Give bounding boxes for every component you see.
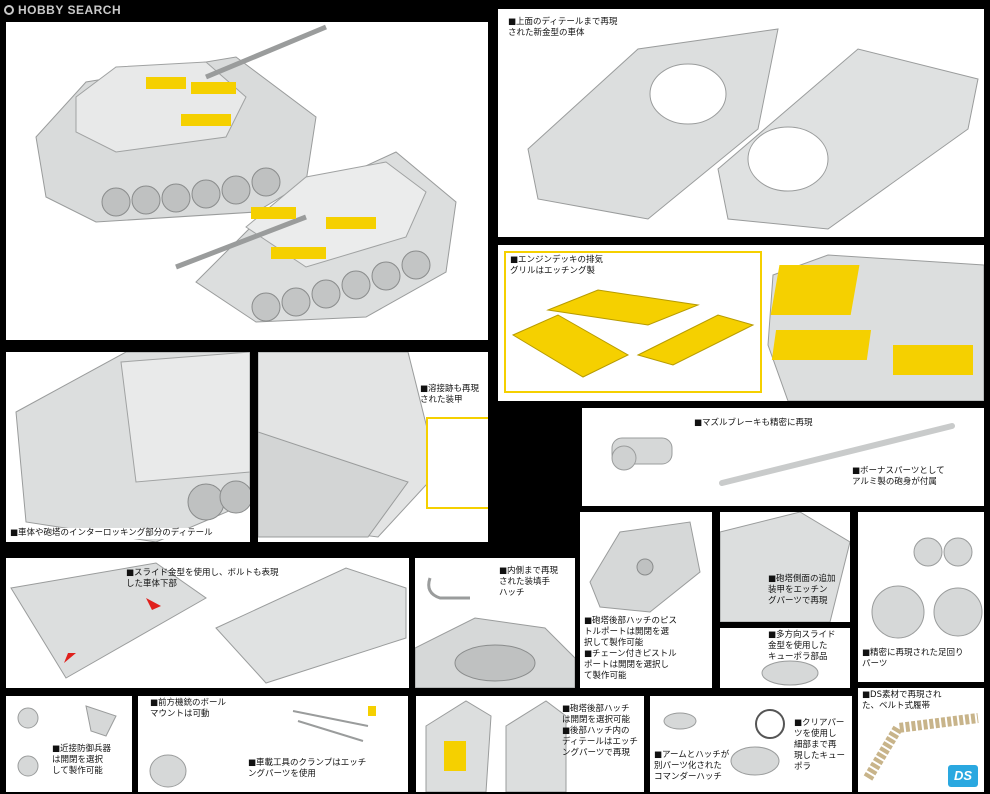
caption-muzzle: ■マズルブレーキも精密に再現 (694, 418, 813, 428)
caption-cupola: ■多方向スライド 金型を使用した キューポラ部品 (768, 630, 836, 662)
panel-hull-top: ■上面のディテールまで再現 された新金型の車体 (498, 9, 984, 237)
caption-hatch-inner: ■内側まで再現 された装填手 ハッチ (499, 566, 559, 598)
pistol-port-illustration (589, 521, 701, 613)
panel-rear-hatch: ■砲塔後部ハッチ は開閉を選択可能 ■後部ハッチ内の ディテールはエッチ ングパ… (416, 696, 644, 792)
hull-top-illustration (527, 28, 979, 230)
caption-slide-hull: ■スライド金型を使用し、ボルトも表現 した車体下部 (126, 568, 279, 589)
logo-icon (4, 5, 14, 15)
panel-muzzle-barrel: ■マズルブレーキも精密に再現 ■ボーナスパーツとして アルミ製の砲身が付属 (582, 408, 984, 506)
panel-weld: ■溶接跡も再現 された装甲 (258, 352, 488, 542)
caption-ds-tracks: ■DS素材で再現され た、ベルト式履帯 (862, 690, 942, 711)
commander-hatch-illustration (663, 709, 785, 776)
hatch-inner-illustration (415, 577, 575, 688)
rear-hatch-illustration (425, 700, 567, 792)
panel-cupola: ■多方向スライド 金型を使用した キューポラ部品 (720, 628, 850, 688)
caption-clear-parts: ■クリアパー ツを使用し 細部まで再 現したキュー ポラ (794, 718, 846, 772)
close-defense-illustration (17, 705, 117, 777)
panel-commander-hatch: ■アームとハッチが 別パーツ化された コマンダーハッチ ■クリアパー ツを使用し… (650, 696, 852, 792)
caption-ball-mount: ■前方機銃のボール マウントは可動 (150, 698, 227, 719)
panel-turret-side: ■砲塔側面の追加 装甲をエッチン グパーツで再現 (720, 512, 850, 622)
caption-barrel: ■ボーナスパーツとして アルミ製の砲身が付属 (852, 466, 945, 487)
engine-grille-illustration (511, 254, 984, 401)
hobbysearch-watermark: HOBBY SEARCH (4, 3, 121, 17)
caption-close-defense: ■近接防御兵器 は開閉を選択 して製作可能 (52, 744, 112, 776)
panel-tracks: ■精密に再現された足回り パーツ (858, 512, 984, 682)
cupola-illustration (761, 660, 819, 686)
slide-hull-illustration (10, 562, 407, 684)
panel-tanks-overview (6, 22, 488, 340)
barrel-illustration (611, 423, 955, 486)
caption-weld: ■溶接跡も再現 された装甲 (420, 384, 480, 405)
panel-slide-hull: ■スライド金型を使用し、ボルトも表現 した車体下部 (6, 558, 409, 688)
caption-interlocking: ■車体や砲塔のインターロッキング部分のディテール (10, 528, 213, 539)
caption-hull-top: ■上面のディテールまで再現 された新金型の車体 (508, 17, 618, 38)
caption-pistol-port: ■砲塔後部ハッチのピス トルポートは開閉を選 択して製作可能 ■チェーン付きピス… (584, 616, 678, 681)
panel-ds-tracks: ■DS素材で再現され た、ベルト式履帯 DS (858, 688, 984, 792)
ball-mount-tools-illustration (149, 706, 376, 788)
panel-close-defense: ■近接防御兵器 は開閉を選択 して製作可能 (6, 696, 132, 792)
panel-engine-grille: ■エンジンデッキの排気 グリルはエッチング製 (498, 245, 984, 401)
caption-rear-hatch: ■砲塔後部ハッチ は開閉を選択可能 ■後部ハッチ内の ディテールはエッチ ングパ… (562, 704, 638, 758)
ds-badge: DS (948, 765, 978, 787)
tanks-illustration (35, 24, 457, 323)
panel-pistol-port: ■砲塔後部ハッチのピス トルポートは開閉を選 択して製作可能 ■チェーン付きピス… (580, 512, 712, 688)
grille-highlight-box (504, 251, 762, 393)
caption-tracks: ■精密に再現された足回り パーツ (862, 648, 964, 669)
panel-interlocking: ■車体や砲塔のインターロッキング部分のディテール (6, 352, 250, 542)
turret-side-illustration (720, 512, 850, 622)
panel-hatch-inner: ■内側まで再現 された装填手 ハッチ (415, 558, 575, 688)
caption-tool-clamps: ■車載工具のクランプはエッチ ングパーツを使用 (248, 758, 367, 779)
tracks-illustration (871, 537, 983, 639)
interlocking-illustration (15, 352, 250, 542)
ds-tracks-illustration (863, 713, 979, 781)
caption-turret-side: ■砲塔側面の追加 装甲をエッチン グパーツで再現 (768, 574, 836, 606)
panel-ball-mount-tools: ■前方機銃のボール マウントは可動 ■車載工具のクランプはエッチ ングパーツを使… (138, 696, 408, 792)
caption-engine-grille: ■エンジンデッキの排気 グリルはエッチング製 (510, 255, 604, 276)
caption-arm-hatch: ■アームとハッチが 別パーツ化された コマンダーハッチ (654, 750, 730, 782)
weld-highlight-box (426, 417, 488, 509)
weld-illustration (258, 352, 439, 538)
